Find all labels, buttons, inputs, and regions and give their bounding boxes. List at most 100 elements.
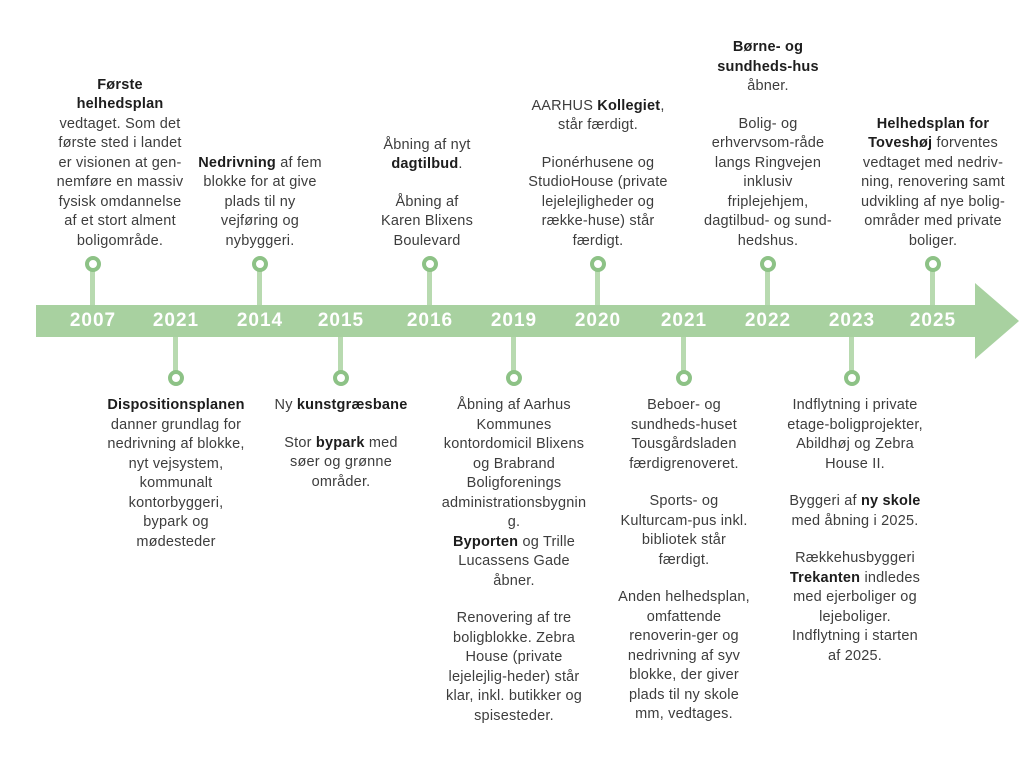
text-segment: dagtilbud — [391, 156, 459, 172]
text-segment: kontordomicil Blixens — [443, 436, 585, 452]
text-segment: nedrivning af blokke, — [107, 436, 245, 452]
text-segment: og Brabrand — [472, 455, 555, 472]
text-segment: blokke, der giver — [629, 667, 739, 683]
year-label: 2021 — [660, 310, 708, 331]
event-line: bibliotek står — [579, 531, 789, 551]
text-segment: Abildhøj og Zebra — [796, 436, 914, 452]
event-line: Trekanten indledes — [750, 569, 960, 589]
text-segment: Toveshøj — [868, 135, 933, 151]
event-line: af 2025. — [750, 647, 960, 667]
text-segment: danner grundlag for — [110, 416, 242, 433]
event-line: sundheds-hus — [663, 58, 873, 78]
event-line: vejføring og — [155, 212, 365, 232]
text-segment: vedtaget med nedriv- — [862, 154, 1004, 171]
event-line: Kommunes — [409, 416, 619, 436]
event-text-2020-above: AARHUS Kollegiet,står færdigt.Pionérhuse… — [493, 97, 703, 252]
event-line: dagtilbud- og sund- — [663, 212, 873, 232]
event-line: Åbning af — [322, 193, 532, 213]
event-line: søer og grønne — [236, 453, 446, 473]
event-line: dagtilbud. — [322, 155, 532, 175]
text-segment: Trekanten — [789, 569, 861, 586]
event-line: områder. — [236, 473, 446, 493]
year-label: 2023 — [828, 310, 876, 331]
text-segment: kunstgræsbane — [296, 397, 408, 413]
text-segment: kommunalt — [139, 475, 213, 491]
connector-stem — [930, 270, 935, 305]
text-segment: lejeboliger. — [819, 608, 891, 625]
event-line: blokke for at give — [155, 173, 365, 193]
event-line: omfattende — [579, 608, 789, 628]
text-segment: plads til ny skole — [629, 686, 739, 703]
event-line: Nedrivning af fem — [155, 154, 365, 174]
event-line: åbner. — [409, 572, 619, 592]
event-line: sundheds-huset — [579, 416, 789, 436]
connector-stem — [595, 270, 600, 305]
text-segment: Børne- og — [732, 39, 804, 55]
text-segment: af 2025. — [827, 647, 882, 664]
event-line: Boligforenings — [409, 474, 619, 494]
event-line: Bolig- og — [663, 115, 873, 135]
event-line: udvikling af nye bolig- — [828, 193, 1024, 213]
text-segment: færdigrenoveret. — [629, 455, 739, 472]
year-label: 2021 — [152, 310, 200, 331]
event-line: plads til ny — [155, 193, 365, 213]
text-segment: AARHUS — [531, 97, 598, 114]
connector-stem — [849, 337, 854, 372]
text-segment: nedrivning af syv — [627, 647, 741, 664]
event-line: Sports- og — [579, 492, 789, 512]
event-line: boligområde. — [15, 232, 225, 252]
event-line: nybyggeri. — [155, 232, 365, 252]
event-line: af et stort alment — [15, 212, 225, 232]
text-segment: af fem — [276, 154, 322, 171]
text-segment: Boligforenings — [466, 475, 562, 491]
text-segment: House (private — [465, 649, 563, 665]
year-label: 2007 — [69, 310, 117, 331]
year-label: 2014 — [236, 310, 284, 331]
text-segment: indledes — [860, 569, 921, 586]
text-segment: Pionérhusene og — [541, 154, 655, 171]
text-segment: ny skole — [860, 493, 921, 509]
event-line: Dispositionsplanen — [71, 396, 281, 416]
text-segment: sundheds-huset — [631, 416, 737, 433]
text-segment: Bolig- og — [738, 115, 798, 132]
event-line: Rækkehusbyggeri — [750, 549, 960, 569]
text-segment: række-huse) står — [541, 213, 655, 229]
event-line: kommunalt — [71, 474, 281, 494]
event-line: blokke, der giver — [579, 666, 789, 686]
milestone-marker — [85, 256, 101, 272]
text-segment: Åbning af — [395, 193, 459, 210]
text-segment: langs Ringvejen — [714, 154, 822, 171]
text-segment: færdigt. — [658, 551, 710, 568]
event-line: mødesteder — [71, 533, 281, 553]
event-line: Byporten og Trille — [409, 533, 619, 553]
event-line: Børne- og — [663, 38, 873, 58]
connector-stem — [681, 337, 686, 372]
text-segment: spisesteder. — [474, 707, 554, 724]
event-line: hedshus. — [663, 232, 873, 252]
event-line: Anden helhedsplan, — [579, 588, 789, 608]
event-line: boliger. — [828, 232, 1024, 252]
text-segment: plads til ny — [224, 193, 296, 210]
text-segment: fysisk omdannelse — [58, 193, 182, 210]
text-segment: boligblokke. Zebra — [452, 629, 576, 646]
connector-stem — [90, 270, 95, 305]
text-segment: . — [458, 156, 463, 172]
text-segment: områder. — [311, 473, 371, 490]
year-label: 2019 — [490, 310, 538, 331]
connector-stem — [257, 270, 262, 305]
text-segment: vejføring og — [220, 213, 300, 229]
text-segment: Kulturcam-pus inkl. — [620, 512, 748, 529]
